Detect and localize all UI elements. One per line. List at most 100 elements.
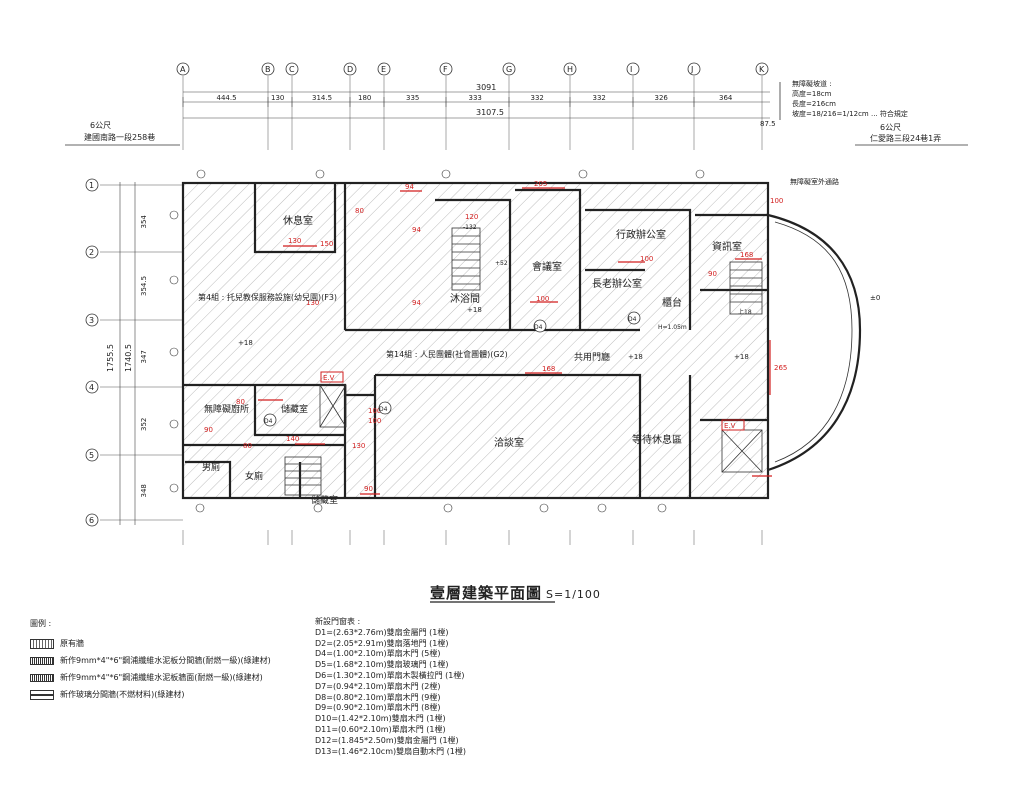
red-dim-label: 80 <box>243 442 252 450</box>
left-dim-label: 354.5 <box>140 276 148 296</box>
red-dim-label: 120 <box>465 213 478 221</box>
room-elder: 長老辦公室 <box>592 277 642 290</box>
svg-text:D4: D4 <box>628 316 637 323</box>
stairs <box>284 227 763 496</box>
top-dim-label: 332 <box>593 94 606 102</box>
row-label-6: 6 <box>89 516 94 525</box>
top-dim-label: 326 <box>655 94 669 102</box>
room-male: 男廁 <box>202 461 220 473</box>
room-childcare: 第4組 : 托兒教保服務設施(幼兒園)(F3) <box>198 292 337 302</box>
row-label-5: 5 <box>89 451 94 460</box>
svg-text:坡度=18/216=1/12cm ... 符合規定: 坡度=18/216=1/12cm ... 符合規定 <box>792 109 908 118</box>
row-label-3: 3 <box>89 316 94 325</box>
column-label-I: I <box>630 65 632 74</box>
left-total-1: 1755.5 <box>106 344 115 372</box>
red-dim-label: 265 <box>774 364 787 372</box>
red-dim-label: 90 <box>364 485 373 493</box>
curved-bay <box>767 213 862 472</box>
level-1: +18 <box>238 339 253 347</box>
door-schedule-item: D13=(1.46*2.10cm)雙扇自動木門 (1樘) <box>315 746 466 756</box>
level-3: +18 <box>734 353 749 361</box>
edge-dim: 87.5 <box>760 120 776 128</box>
stair-level-2: +52 <box>495 260 508 267</box>
level-5: +18 <box>467 306 482 314</box>
column-label-D: D <box>347 65 353 74</box>
stair-level-1: -132 <box>463 224 477 231</box>
door-schedule-item: D6=(1.30*2.10m)單扇木製橫拉門 (1樘) <box>315 670 465 680</box>
red-dim-label: 94 <box>412 226 421 234</box>
door-schedule-item: D7=(0.94*2.10m)單扇木門 (2樘) <box>315 681 441 691</box>
column-label-G: G <box>506 65 512 74</box>
legend-item: 新作玻璃分間牆(不燃材料)(綠建材) <box>30 686 310 703</box>
top-dim-label: 130 <box>271 94 284 102</box>
row-label-1: 1 <box>89 181 94 190</box>
top-dim-label: 335 <box>406 94 419 102</box>
red-dim-label: 100 <box>368 407 381 415</box>
existing-wall-swatch <box>30 638 54 649</box>
door-tags: D4 D4 D4 D4 <box>263 311 641 427</box>
red-dim-label: 90 <box>204 426 213 434</box>
column-label-H: H <box>567 65 573 74</box>
road-right-name: 仁愛路三段24巷1弄 <box>870 133 941 143</box>
column-label-E: E <box>381 65 386 74</box>
counter-height: H=1.05m <box>658 324 687 331</box>
column-label-J: J <box>690 65 693 74</box>
stair-level-3: 上18 <box>738 308 752 316</box>
room-counter: 櫃台 <box>662 296 682 309</box>
legend-title: 圖例 : <box>30 619 52 628</box>
column-label-A: A <box>180 65 186 74</box>
left-dim-label: 347 <box>140 350 148 363</box>
room-storage1: 儲藏室 <box>281 403 308 415</box>
column-label-F: F <box>443 65 448 74</box>
red-dim-label: 130 <box>306 299 319 307</box>
red-dim-label: 80 <box>236 398 245 406</box>
red-dim-label: 168 <box>740 251 753 259</box>
outer-wall <box>181 181 770 500</box>
room-hall: 共用門廳 <box>574 351 610 363</box>
legend-item: 原有牆 <box>30 635 310 652</box>
new-wallface-swatch <box>30 673 54 682</box>
left-total-2: 1740.5 <box>124 344 133 372</box>
red-dim-label: 100 <box>536 295 549 303</box>
column-label-C: C <box>289 65 295 74</box>
glass-partition-swatch <box>30 689 54 700</box>
row-label-2: 2 <box>89 248 94 257</box>
red-dim-label: 80 <box>355 207 364 215</box>
door-schedule-item: D2=(2.05*2.91m)雙扇落地門 (1樘) <box>315 638 449 648</box>
red-dim-label: 168 <box>542 365 555 373</box>
red-dim-label: 130 <box>288 237 301 245</box>
level-4: ±0 <box>870 294 880 302</box>
ramp-label: 無障礙室外通路 <box>790 177 839 186</box>
red-dim-label: 130 <box>352 442 365 450</box>
left-dim-label: 348 <box>140 484 148 497</box>
column-label-K: K <box>759 65 765 74</box>
total-dim-1: 3091 <box>476 83 496 92</box>
svg-text:D4: D4 <box>534 324 543 331</box>
top-dim-label: 332 <box>531 94 544 102</box>
svg-text:E.V: E.V <box>323 374 335 382</box>
room-group14: 第14組 : 人民團體(社會團體)(G2) <box>386 349 508 359</box>
room-female: 女廁 <box>245 470 263 482</box>
door-schedule-title: 新設門窗表 : <box>315 617 361 626</box>
top-dim-label: 314.5 <box>312 94 332 102</box>
elevator-right: E.V <box>721 419 763 473</box>
door-schedule-item: D1=(2.63*2.76m)雙扇金屬門 (1樘) <box>315 627 449 637</box>
red-dim-label: 205 <box>534 180 547 188</box>
left-dim-label: 354 <box>140 215 148 229</box>
left-dim-label: 352 <box>140 418 148 431</box>
room-meeting: 會議室 <box>532 260 562 273</box>
door-schedule-item: D4=(1.00*2.10m)單扇木門 (5樘) <box>315 649 441 659</box>
ramp-note: 無障礙坡道 : 高度=18cm 長度=216cm 坡度=18/216=1/12c… <box>779 79 908 120</box>
room-rest: 休息室 <box>283 214 313 227</box>
svg-text:D4: D4 <box>379 406 388 413</box>
top-dim-label: 364 <box>719 94 733 102</box>
level-2: +18 <box>628 353 643 361</box>
room-info: 資訊室 <box>712 240 742 253</box>
top-dim-label: 180 <box>358 94 371 102</box>
room-consult: 洽談室 <box>494 436 524 449</box>
column-axis: A B C D E F G H I J K <box>176 62 769 545</box>
column-label-B: B <box>265 65 271 74</box>
drawing-scale: S=1/100 <box>546 588 601 601</box>
